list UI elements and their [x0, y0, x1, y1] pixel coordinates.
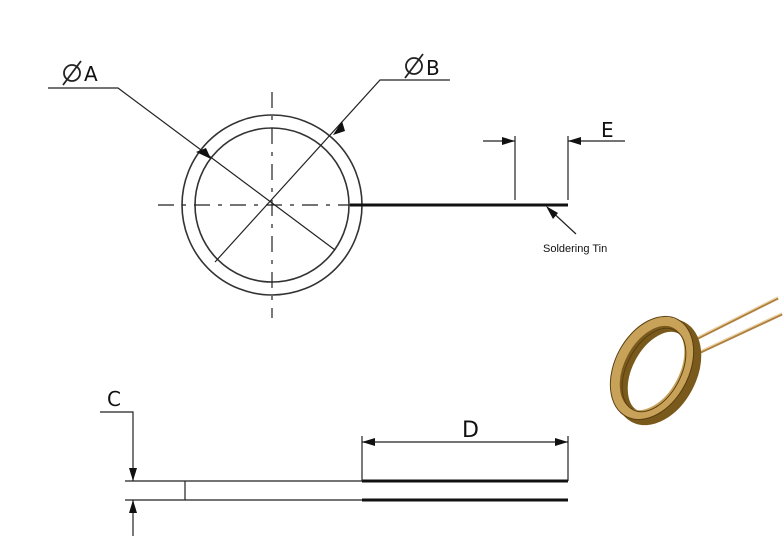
arrow-diameter-b: [333, 121, 345, 135]
label-c: C: [107, 387, 121, 411]
label-e: E: [601, 118, 614, 142]
label-a: A: [84, 62, 98, 86]
coil-wire-2-highlight: [691, 312, 783, 356]
arrow-d-right: [555, 438, 568, 446]
label-diameter-b: B: [404, 53, 440, 80]
arrow-d-left: [362, 438, 375, 446]
diameter-icon: [404, 53, 424, 79]
coil-wire-1-highlight: [689, 296, 779, 342]
coil-wire-2: [691, 312, 783, 358]
arrow-soldering-tin: [546, 206, 558, 219]
label-b: B: [426, 56, 440, 80]
coil-illustration: [609, 296, 783, 426]
soldering-tin-note: Soldering Tin: [543, 243, 607, 255]
arrow-c-top: [129, 468, 137, 481]
coil-ring-edge: [609, 315, 695, 421]
diameter-icon: [62, 60, 82, 86]
leader-diameter-a: [48, 87, 336, 251]
coil-ring-inner-edge: [621, 327, 687, 413]
top-view: A B E Soldering Tin: [48, 53, 625, 318]
arrow-e-right: [568, 137, 581, 145]
arrow-e-left: [502, 137, 515, 145]
leader-diameter-b: [214, 79, 450, 263]
side-view: D C: [100, 387, 569, 536]
arrow-diameter-a: [196, 148, 211, 159]
dimline-c-top: [100, 411, 134, 481]
arrow-c-bottom: [129, 500, 137, 513]
coil-ring-face: [610, 316, 694, 420]
label-d: D: [462, 418, 479, 443]
label-diameter-a: A: [62, 60, 98, 86]
coil-wire-1: [689, 296, 779, 344]
